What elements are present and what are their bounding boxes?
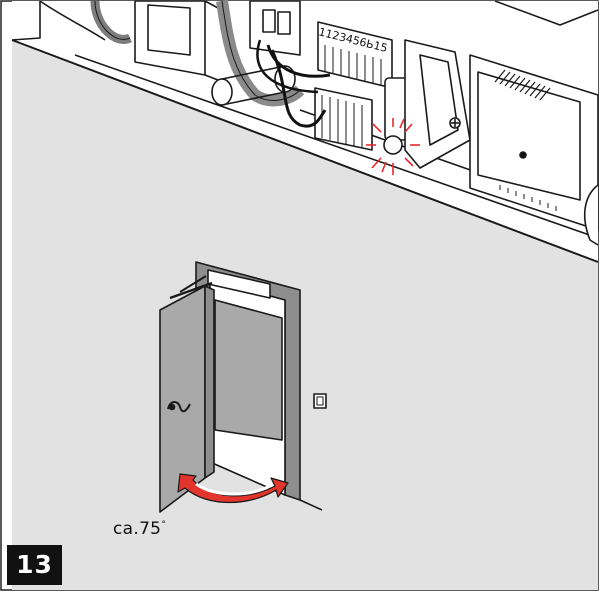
opening-angle-label: ca.75° bbox=[113, 519, 167, 539]
flashing-led-indicator bbox=[366, 118, 420, 175]
step-number-badge: 13 bbox=[7, 545, 62, 585]
door-assembly bbox=[159, 261, 327, 513]
door-drive-unit bbox=[11, 0, 599, 263]
wall-surface bbox=[12, 40, 598, 590]
door-swing-arrow bbox=[177, 473, 289, 503]
